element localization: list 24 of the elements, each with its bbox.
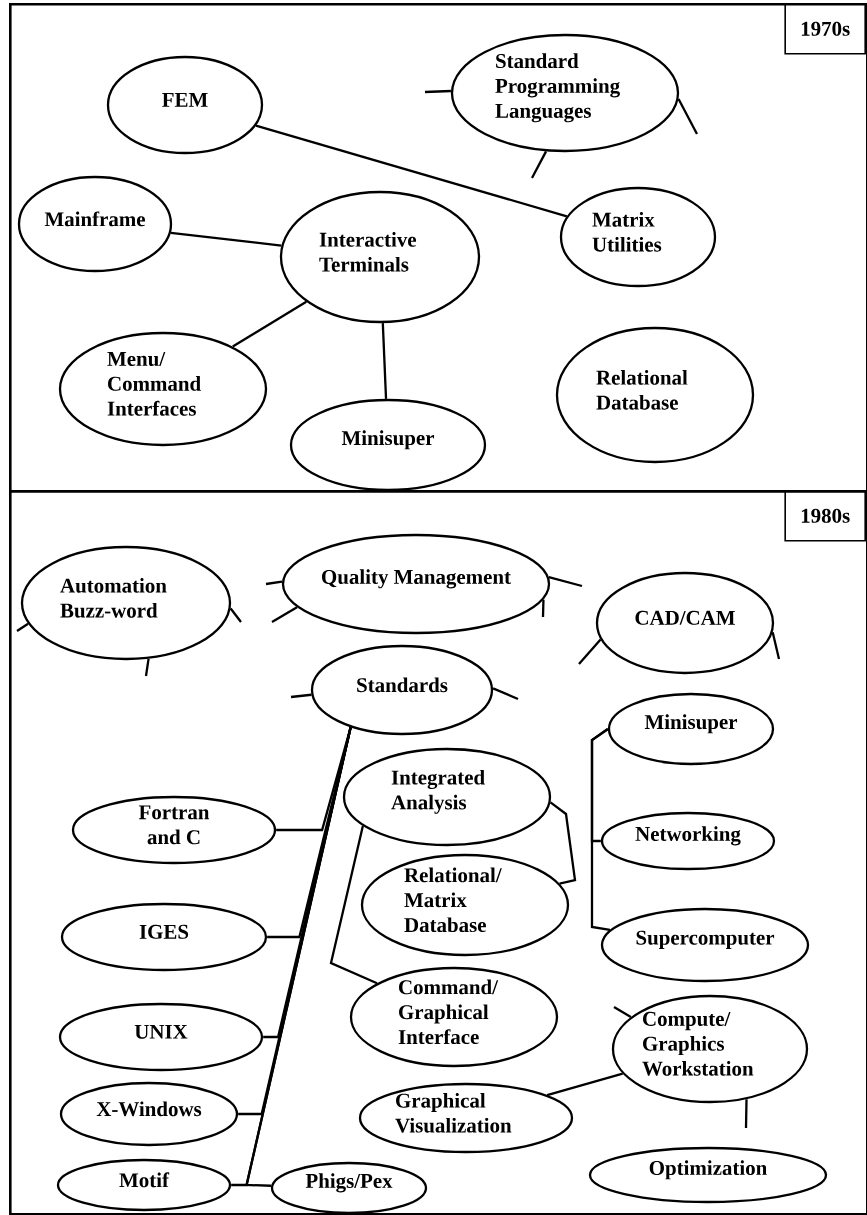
stub-line bbox=[548, 575, 583, 588]
stub-line bbox=[265, 580, 283, 586]
connector-line bbox=[590, 728, 611, 931]
stub-line bbox=[290, 693, 312, 699]
stub-line bbox=[424, 89, 451, 94]
stub-line bbox=[144, 658, 150, 677]
stub-line bbox=[578, 638, 602, 665]
stub-line bbox=[541, 599, 545, 618]
connector-line bbox=[329, 825, 378, 985]
stub-line bbox=[613, 1006, 632, 1018]
connector-line bbox=[232, 300, 307, 348]
stub-line bbox=[531, 150, 548, 179]
connector-line bbox=[549, 801, 577, 885]
connector-line bbox=[546, 1072, 623, 1097]
connector-line bbox=[381, 323, 388, 399]
stub-line bbox=[271, 606, 298, 623]
connector-line bbox=[170, 231, 282, 247]
stub-line bbox=[677, 98, 698, 135]
connector-line bbox=[255, 124, 568, 218]
stub-line bbox=[492, 687, 519, 701]
stub-line bbox=[16, 622, 29, 632]
stub-line bbox=[771, 631, 781, 660]
stub-line bbox=[744, 1099, 748, 1129]
stub-line bbox=[229, 607, 242, 623]
